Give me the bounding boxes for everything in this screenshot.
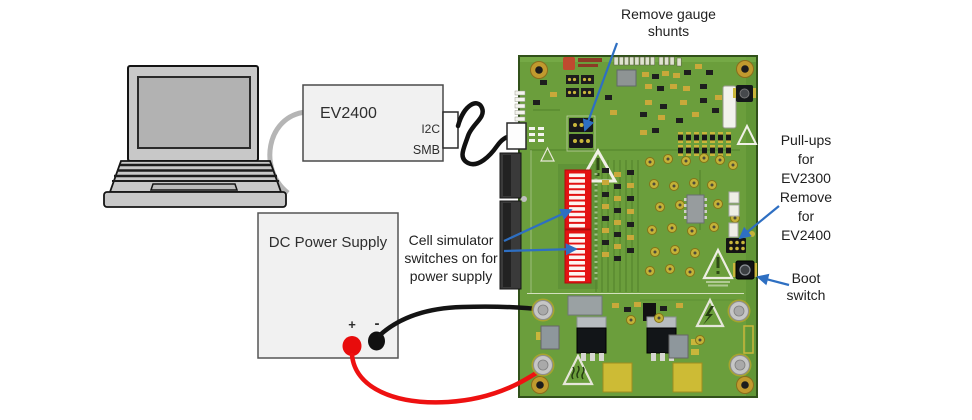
gauge-shunt-jumpers [566, 115, 596, 152]
i2c-cable [455, 101, 514, 167]
arrow-cell-simulator-lower [503, 243, 578, 256]
smd-components-top [533, 64, 722, 135]
dc-power-supply-label: DC Power Supply [268, 234, 388, 251]
cell-simulator-dip-switch-lower [564, 229, 592, 284]
boot-switch-button [733, 260, 757, 280]
annotation-pullups: Pull-ups for EV2300 Remove for EV2400 [779, 132, 833, 243]
gold-pad [672, 362, 703, 393]
comm-header-pins [514, 90, 544, 142]
laptop-screen [137, 76, 251, 149]
i2c-port-connector [442, 111, 459, 149]
arrow-boot-switch [756, 273, 790, 287]
positive-wire [349, 352, 550, 405]
laptop-touchpad [149, 183, 239, 191]
positive-terminal [342, 336, 362, 356]
mosfet [576, 316, 607, 361]
negative-wire [377, 304, 548, 338]
cell-simulator-dip-switch-upper [564, 169, 592, 230]
ev2400-interface-box [302, 84, 459, 162]
dc-power-supply [257, 212, 399, 359]
fuse-component [722, 85, 737, 129]
warning-triangles [540, 123, 758, 386]
minus-terminal-label: - [374, 315, 380, 332]
white-component [728, 204, 740, 217]
soic-chip [684, 194, 707, 224]
reset-button [733, 85, 756, 102]
annotation-remove-gauge-shunts: Remove gauge shunts [621, 6, 716, 39]
ti-logo [563, 57, 602, 70]
smb-port-label: SMB [412, 143, 440, 157]
arrow-pullups [738, 205, 780, 240]
annotation-cell-simulator: Cell simulator switches on for power sup… [404, 232, 498, 284]
i2c-port-label: I2C [421, 122, 440, 136]
cell-connectors [499, 152, 527, 290]
laptop [103, 65, 287, 208]
arrow-remove-gauge-shunts [582, 42, 619, 132]
pullup-jumper [726, 231, 755, 253]
i2c-plug [506, 122, 527, 150]
white-component [728, 222, 739, 238]
usb-cable [267, 109, 307, 195]
white-component [728, 191, 740, 204]
evaluation-board [499, 55, 758, 398]
power-stage [536, 295, 754, 393]
annotation-boot-switch: Boot switch [786, 270, 826, 303]
arrow-cell-simulator-upper [503, 208, 573, 242]
gold-pad [602, 362, 633, 393]
plus-terminal-label: + [348, 317, 356, 332]
ev2400-label: EV2400 [320, 105, 377, 122]
